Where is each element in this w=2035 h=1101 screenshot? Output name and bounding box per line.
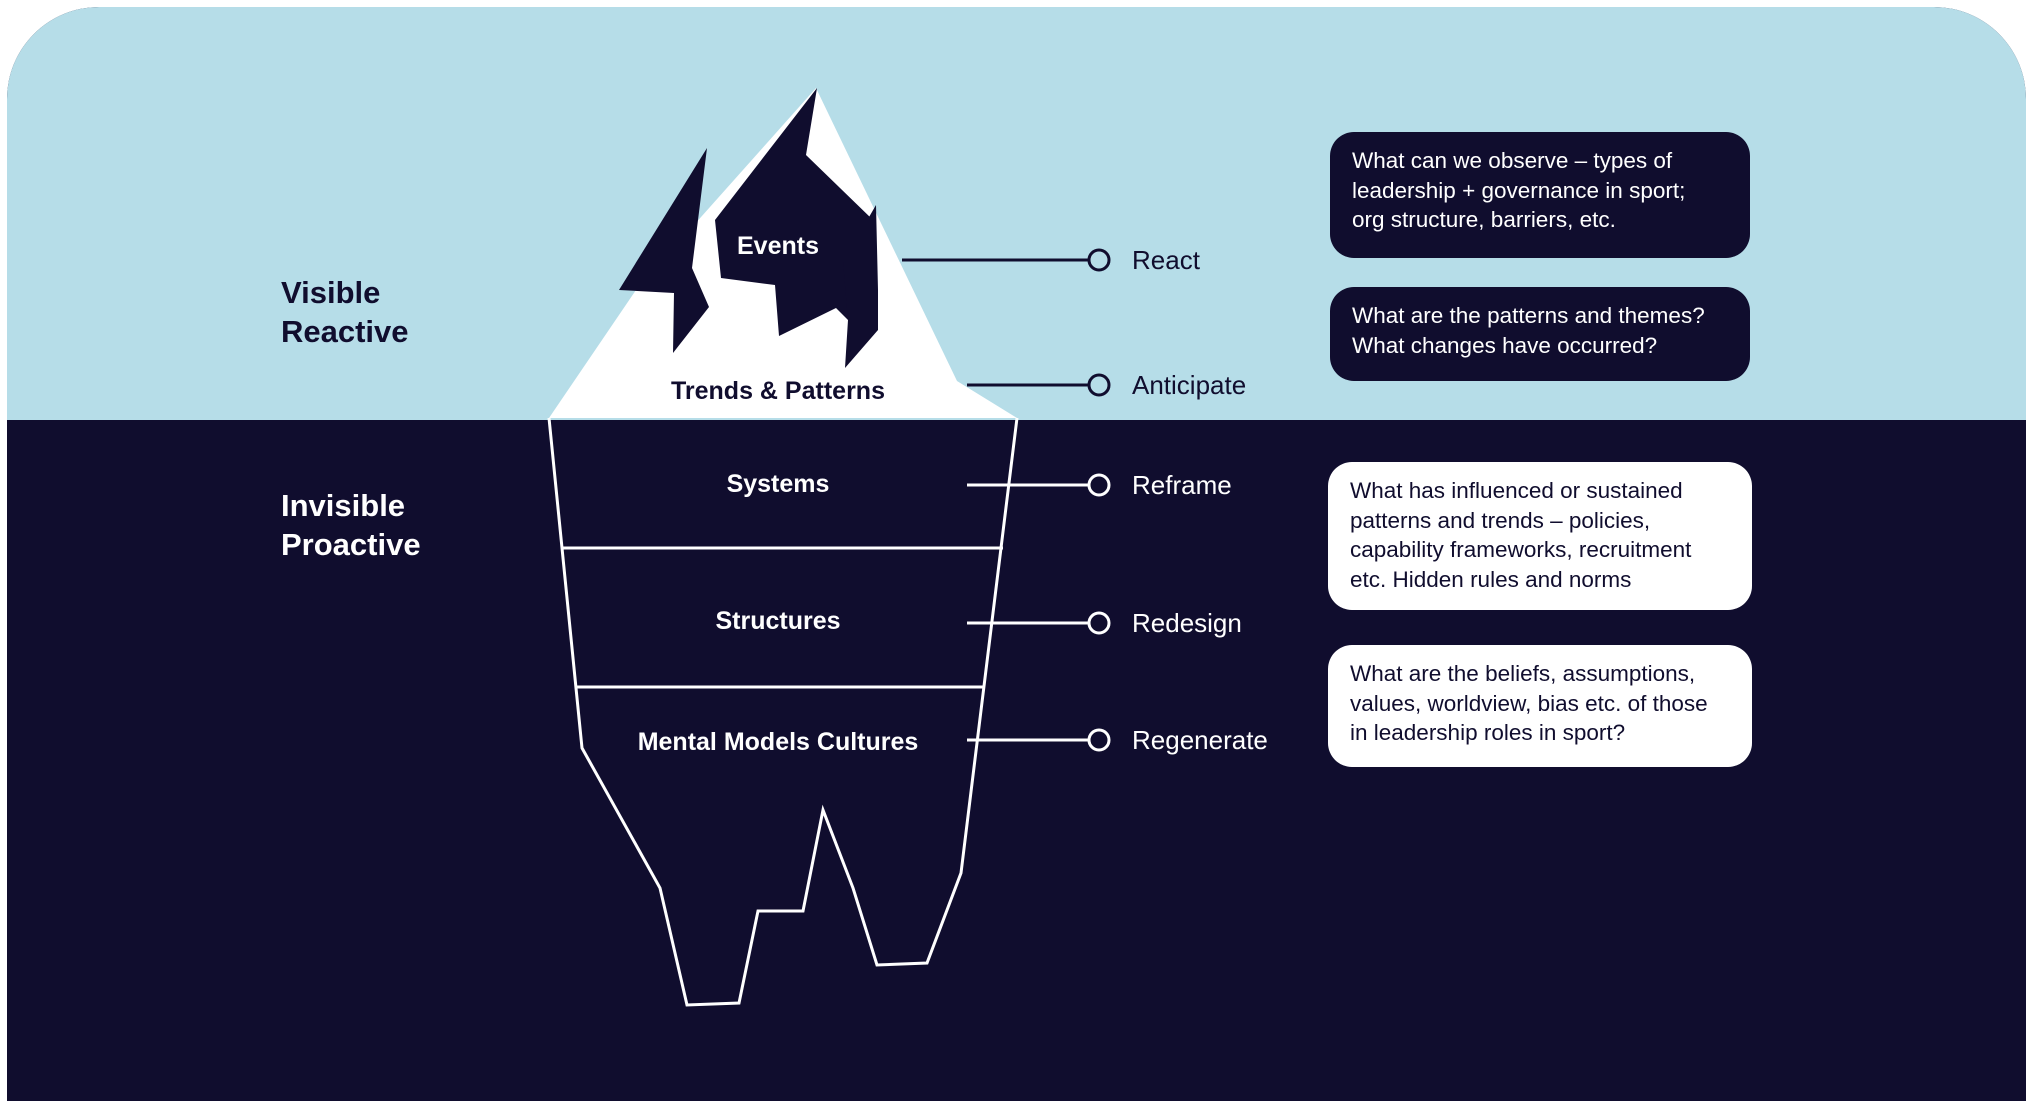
question-line: What can we observe – types of: [1352, 148, 1673, 173]
layer-label-trends-patterns: Trends & Patterns: [671, 377, 885, 405]
action-label-reframe: Reframe: [1132, 470, 1232, 500]
question-box-events: What can we observe – types of leadershi…: [1330, 132, 1750, 258]
connector-anticipate: [967, 373, 1111, 397]
question-line: in leadership roles in sport?: [1350, 720, 1626, 745]
question-line: etc. Hidden rules and norms: [1350, 566, 1632, 592]
question-line: values, worldview, bias etc. of those: [1350, 690, 1708, 716]
question-line: What are the beliefs, assumptions,: [1350, 661, 1696, 686]
connector-redesign: [967, 611, 1111, 635]
question-line: org structure, barriers, etc.: [1352, 207, 1616, 232]
iceberg-rocks: [619, 88, 878, 368]
layer-label-events: Events: [737, 232, 819, 260]
action-label-redesign: Redesign: [1132, 608, 1242, 638]
question-line: patterns and trends – policies,: [1350, 507, 1651, 533]
connector-reframe: [967, 473, 1111, 497]
question-line: What has influenced or sustained: [1350, 478, 1683, 503]
action-label-react: React: [1132, 245, 1201, 275]
question-line: capability frameworks, recruitment: [1350, 537, 1692, 562]
question-box-trends: What are the patterns and themes? What c…: [1330, 287, 1750, 381]
layer-label-structures: Structures: [715, 607, 840, 635]
layer-labels: Events Trends & Patterns Systems Structu…: [638, 232, 919, 756]
iceberg-underwater-outline: [547, 417, 1019, 1007]
layer-label-systems: Systems: [727, 470, 830, 498]
action-labels: React Anticipate Reframe Redesign Regene…: [1132, 245, 1268, 755]
connector-regenerate: [967, 728, 1111, 752]
question-line: leadership + governance in sport;: [1352, 177, 1686, 203]
question-box-systems: What has influenced or sustained pattern…: [1328, 462, 1752, 610]
question-line: What changes have occurred?: [1352, 332, 1658, 358]
connector-react: [902, 248, 1111, 272]
action-label-anticipate: Anticipate: [1132, 370, 1246, 400]
layer-label-mental-models-cultures: Mental Models Cultures: [638, 728, 919, 756]
question-box-mental-models: What are the beliefs, assumptions, value…: [1328, 645, 1752, 767]
zone-label-invisible-proactive: Invisible Proactive: [281, 488, 421, 562]
zone-label-visible-reactive: Visible Reactive: [281, 275, 409, 349]
action-label-regenerate: Regenerate: [1132, 725, 1268, 755]
question-line: What are the patterns and themes?: [1352, 303, 1705, 328]
